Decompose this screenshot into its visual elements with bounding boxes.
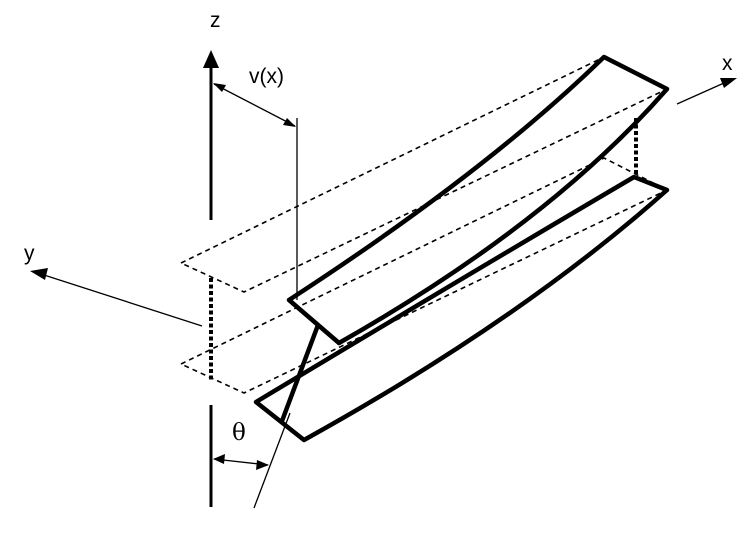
deformed-web-near — [279, 322, 321, 424]
deformed-top-flange — [286, 54, 670, 346]
deflection-label: v(x) — [249, 65, 284, 88]
twist-arrowhead-right — [256, 460, 269, 470]
z-axis-label: z — [210, 9, 221, 32]
deflection-arrowhead-right — [283, 118, 296, 127]
deflection-dimension: v(x) — [213, 65, 298, 300]
deformed-bottom-flange — [253, 174, 670, 443]
rotated-web-axis-line — [253, 412, 291, 509]
x-axis: x — [676, 52, 737, 105]
deformed-beam — [253, 54, 670, 443]
y-axis-label: y — [24, 242, 35, 265]
y-axis-arrowhead — [30, 268, 48, 280]
twist-angle-label: θ — [232, 420, 246, 446]
undeformed-bottom-flange — [179, 157, 669, 394]
deflection-arrowhead-left — [213, 83, 226, 92]
x-axis-label: x — [722, 52, 733, 75]
deflection-dimension-line — [213, 83, 296, 127]
undeformed-top-flange — [179, 56, 669, 293]
undeformed-beam — [179, 56, 669, 394]
y-axis: y — [24, 242, 203, 327]
x-axis-line — [676, 82, 725, 105]
twist-angle: θ — [213, 412, 291, 509]
y-axis-line — [43, 274, 203, 327]
z-axis-arrowhead — [203, 50, 219, 68]
x-axis-arrowhead — [720, 78, 737, 88]
twist-arrowhead-left — [213, 454, 225, 464]
z-axis: z — [203, 9, 221, 507]
